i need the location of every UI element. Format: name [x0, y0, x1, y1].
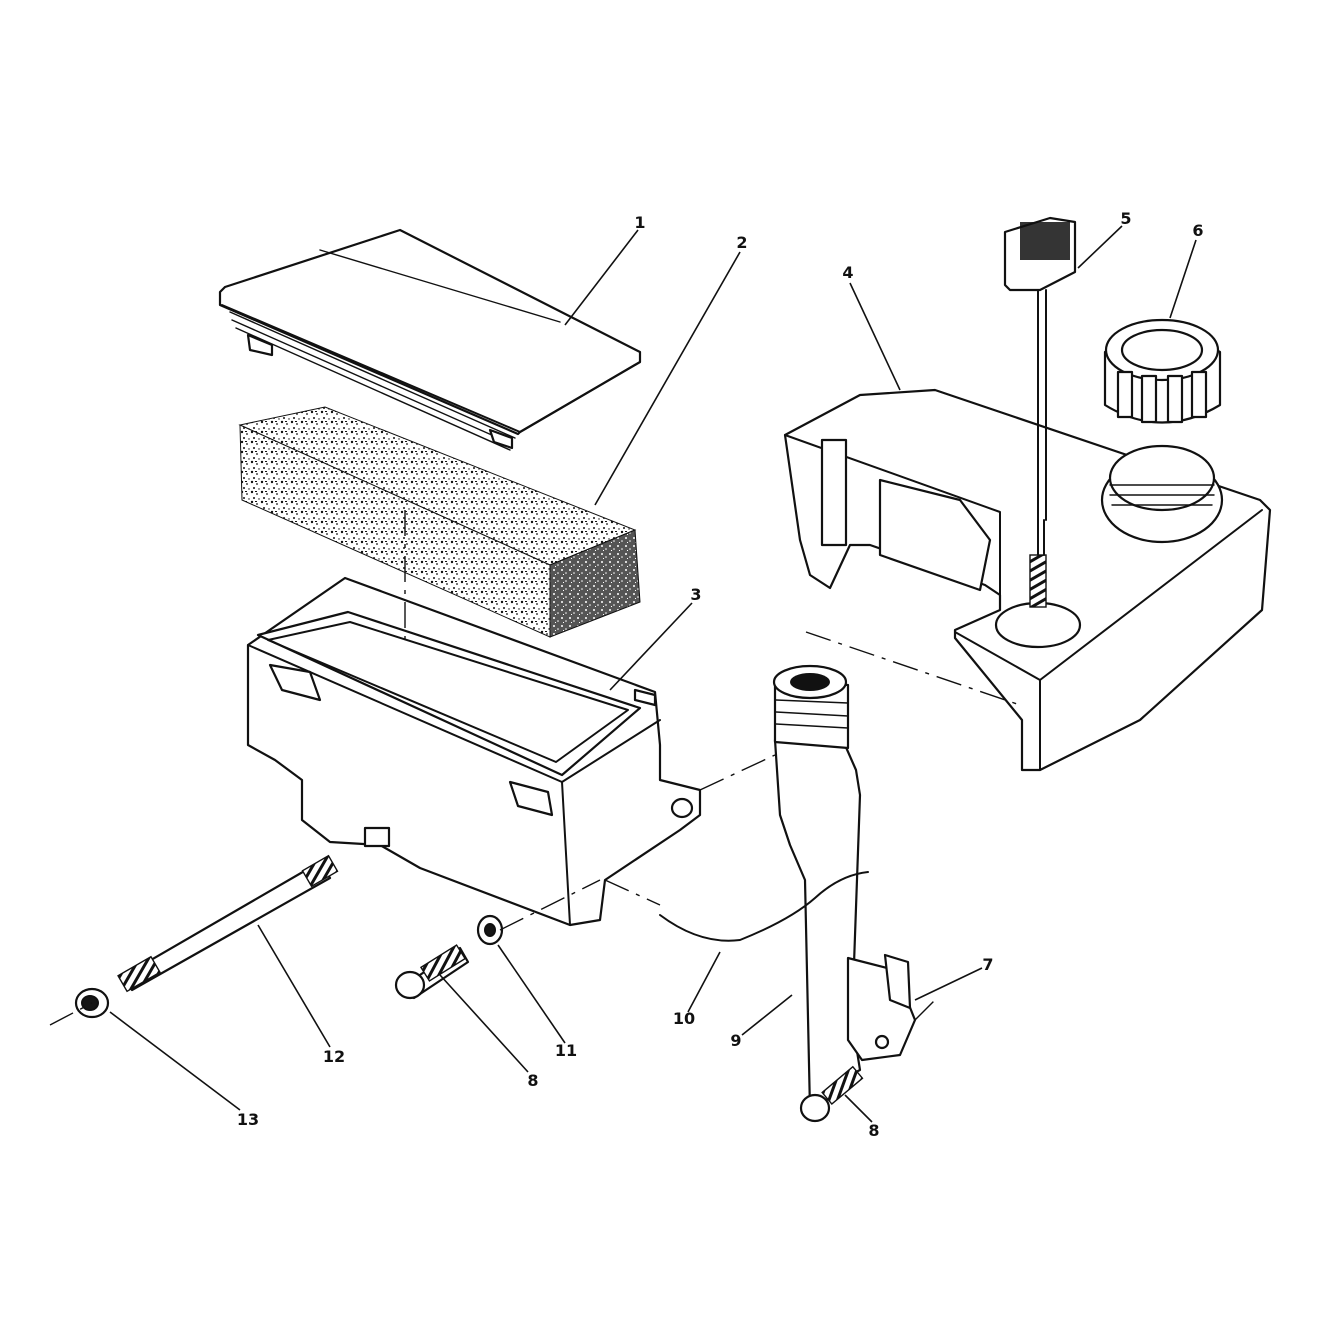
callout-labels: 1 2 3 4 5 6 7 8 8 9 10 11 12 13 — [237, 209, 1204, 1140]
bolt-8b — [799, 1065, 864, 1123]
callout-8b: 8 — [868, 1121, 879, 1140]
callout-3: 3 — [690, 585, 701, 604]
callout-6: 6 — [1192, 221, 1203, 240]
washer — [476, 914, 504, 946]
callout-13: 13 — [237, 1110, 259, 1129]
fuel-tank — [783, 388, 1272, 772]
callout-11: 11 — [555, 1041, 577, 1060]
callout-7: 7 — [982, 955, 993, 974]
callout-8a: 8 — [527, 1071, 538, 1090]
callout-4: 4 — [842, 263, 853, 282]
air-cleaner-cover — [218, 228, 642, 451]
assembly-centerlines — [49, 510, 1021, 1026]
fuel-hose — [659, 871, 869, 942]
bolt-8a — [394, 944, 470, 1000]
callout-1: 1 — [634, 213, 645, 232]
foam-air-filter — [238, 406, 641, 638]
callout-2: 2 — [736, 233, 747, 252]
callout-10: 10 — [673, 1009, 695, 1028]
long-bolt — [117, 854, 339, 993]
mounting-bracket — [883, 953, 912, 1010]
callout-5: 5 — [1120, 209, 1131, 228]
callout-9: 9 — [730, 1031, 741, 1050]
callout-12: 12 — [323, 1047, 345, 1066]
fill-tube — [772, 664, 917, 1112]
dipstick — [1003, 216, 1077, 608]
fuel-cap — [1103, 318, 1222, 424]
leader-lines — [109, 225, 1197, 1123]
air-cleaner-base — [246, 576, 702, 927]
